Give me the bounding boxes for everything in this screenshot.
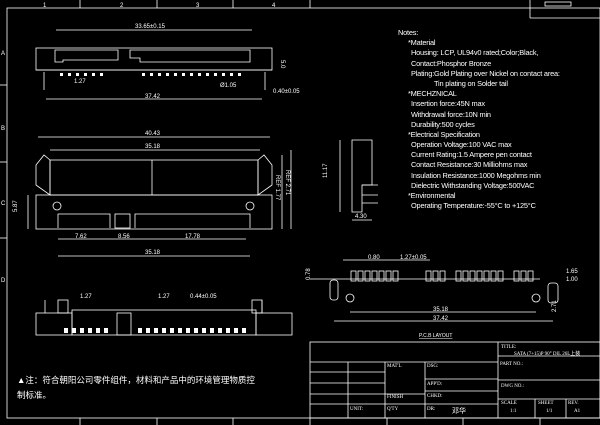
bottom-view [35,299,293,336]
dwg-no-label: DWG NO.: [501,384,525,389]
note-line: Operation Voltage:100 VAC max [411,140,512,150]
rev-label: REV. [568,401,579,406]
rev-value: A1 [574,409,581,414]
app-label: APP'D: [427,382,443,387]
chinese-note: ▲注：符合朝阳公司零件组件，材料和产品中的环境管理物质控制标准。 [17,375,255,400]
note-line: *MECHZNICAL [408,89,457,99]
top-view [35,29,273,100]
dim-label: 1.65 [566,269,578,275]
row-label: C [1,201,6,207]
col-label: 1 [43,3,47,9]
note-line: *Material [408,38,436,48]
bottom-view-pins [64,328,246,333]
dim-label: 0.44±0.05 [190,294,217,300]
row-label: A [1,51,5,57]
drawing-border [6,7,600,419]
border-ticks [0,0,541,425]
scale-value: 1:1 [510,409,517,414]
dim-label: 1.27 [158,294,170,300]
dim-label: 1.00 [566,277,578,283]
matl-label: MAT'L [387,364,402,369]
dim-label: 0.78 [306,268,312,280]
dim-label: 35.18 [145,144,161,150]
dim-label: 1.27 [80,294,92,300]
notes-block: Notes: *Material Housing: LCP, UL94v0 ra… [398,28,560,211]
dim-label: 2.71 [552,300,558,312]
col-label: 3 [196,3,200,9]
sheet-value: 1/1 [546,409,553,414]
note-line: Contact Resistance:30 Milliohms max [411,160,528,170]
dim-label: 35.18 [145,250,161,256]
dim-label: 5.0 [279,60,285,69]
dim-label: 37.42 [433,316,449,322]
title-block-grid [309,0,600,419]
note-line: Dielectric Withstanding Voltage:500VAC [411,180,535,190]
dim-label: 5.87 [13,200,19,212]
dim-label: 40.43 [145,131,161,137]
col-label: 2 [120,3,124,9]
dim-label: 0.40±0.05 [273,89,300,95]
pcb-layout-title: P.C.B LAYOUT [419,333,452,339]
dim-label: 35.18 [433,307,449,313]
dr-label: DR: [427,407,436,412]
note-line: Durability:500 cycles [411,119,475,129]
title-value: SATA (7+15)P 90° DIL 26L上装 [514,352,581,357]
title-label: TITLE: [501,345,517,350]
dim-label: 7.62 [75,234,87,240]
dim-label: 37.42 [145,94,161,100]
dsg-label: DSG: [427,364,439,369]
unit-label: UNIT: [350,407,364,412]
dim-label: 1.27±0.05 [400,255,427,261]
sheet-label: SHEET [538,401,554,406]
dim-label: REF 1.77 [274,175,280,201]
col-label: 4 [272,3,276,9]
note-line: Insulation Resistance:1000 Megohms min [411,170,541,180]
row-label: B [1,126,5,132]
dim-label: 4.30 [355,214,367,220]
top-view-pins [60,73,241,76]
dim-label: REF 2.71 [284,170,290,196]
notes-heading: Notes: [398,28,419,37]
dim-label: 17.78 [185,234,201,240]
note-line: Tin plating on Solder tail [434,78,508,88]
dim-label: 8.56 [118,234,130,240]
note-line: Insertion force:45N max [411,99,485,109]
dim-label: 0.80 [368,255,380,261]
dim-label: 33.65±0.15 [135,24,166,30]
dim-label: 1.27 [74,79,86,85]
row-label: D [1,278,6,284]
dim-label: 11.17 [323,163,329,178]
dim-label: Ø1.05 [220,83,237,89]
note-line: Current Rating:1.5 Ampere pen contact [411,150,532,160]
note-line: Operating Temperature:-55°C to +125°C [411,201,536,211]
note-line: *Electrical Specification [408,129,480,139]
finish-label: FINISH [387,395,404,400]
note-line: Contact:Phosphor Bronze [411,58,492,68]
note-line: Housing: LCP, UL94v0 rated;Color;Black, [411,48,539,58]
side-view [339,139,378,221]
scale-label: SCALE [501,401,517,406]
dr-value: 邓华 [452,407,466,415]
note-line: *Environmental [408,191,456,200]
pcb-pads [350,270,534,282]
pcb-layout [310,259,559,322]
front-view [27,136,292,257]
note-line: Withdrawal force:10N min [411,109,491,119]
chkd-label: CHKD: [427,394,443,399]
part-no-label: PART NO.: [500,362,524,367]
note-line: Plating:Gold Plating over Nickel on cont… [411,68,560,78]
qty-label: Q'TY [387,407,399,412]
